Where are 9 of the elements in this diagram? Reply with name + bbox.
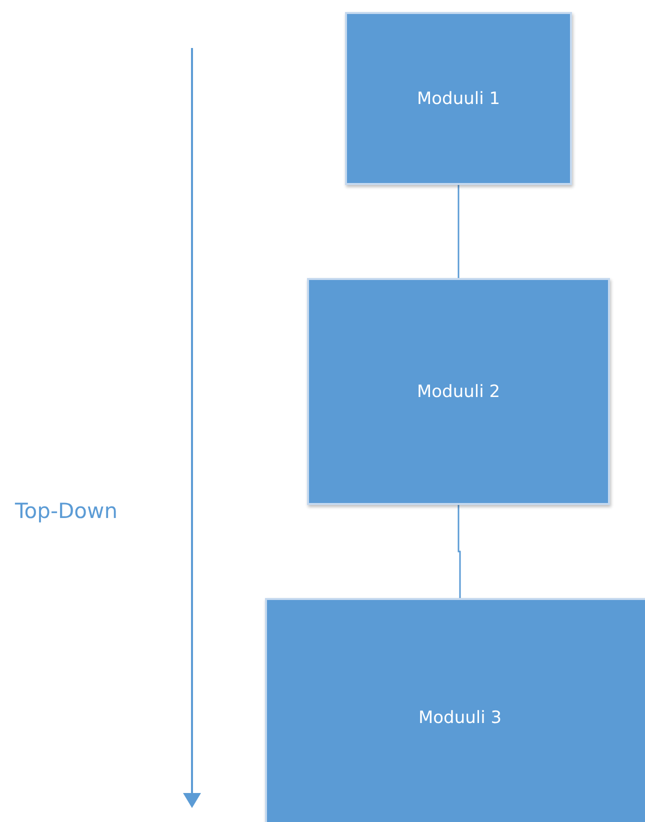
connector-line xyxy=(458,505,461,598)
module-box xyxy=(307,278,610,505)
module-label: Moduuli 2 xyxy=(416,382,500,402)
direction-label: Top-Down xyxy=(15,499,118,523)
module-box xyxy=(345,12,572,185)
module-label: Moduuli 1 xyxy=(416,88,500,108)
connector-line xyxy=(458,185,460,278)
module-label: Moduuli 3 xyxy=(418,708,502,728)
module-box xyxy=(265,598,645,822)
